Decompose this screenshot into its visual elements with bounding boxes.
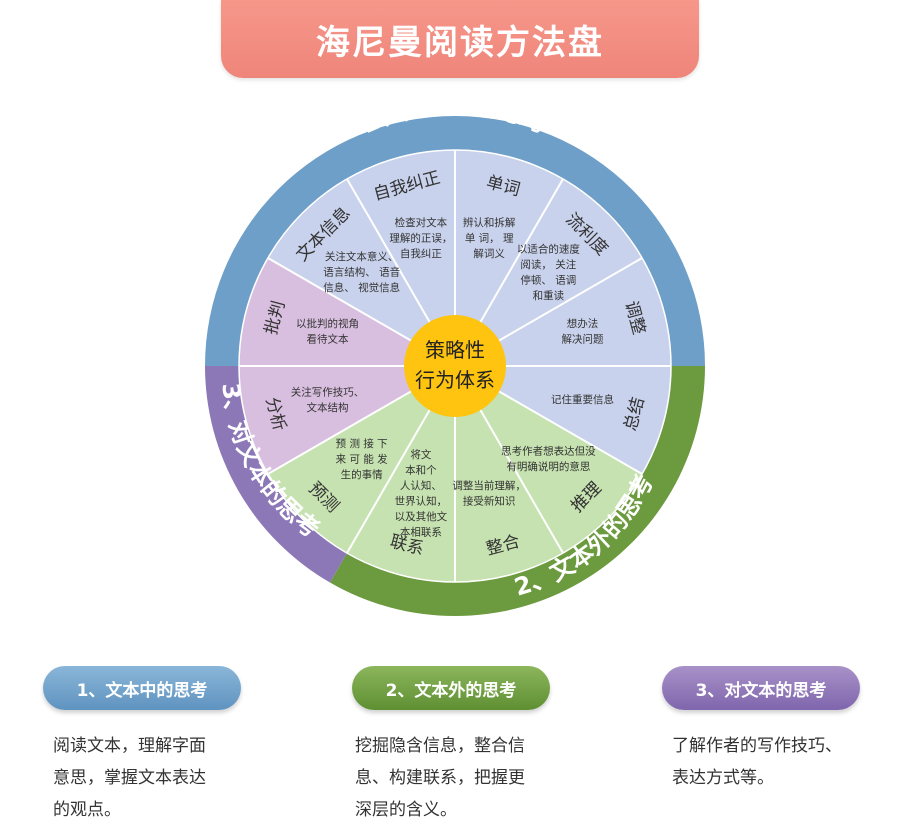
wheel-segment — [239, 258, 455, 366]
segment-description: 想办法解决问题 — [562, 317, 604, 346]
legend-in-text-label: 1、文本中的思考 — [76, 680, 208, 701]
segment-description-line: 解词义 — [473, 247, 505, 260]
segment-description-line: 以适合的速度 — [517, 242, 580, 255]
segment-description-line: 记住重要信息 — [551, 393, 614, 406]
desc-line: 挖掘隐含信息，整合信 — [355, 736, 525, 756]
wheel-segment — [455, 366, 563, 582]
segment-description-line: 检查对文本 — [395, 216, 448, 229]
segment-description-line: 阅读， 关注 — [520, 258, 576, 271]
segment-description-line: 有明确说明的意思 — [506, 460, 590, 473]
segment-description-line: 来 可 能 发 — [336, 452, 389, 465]
wheel-segment — [239, 366, 455, 474]
segment-description: 检查对文本理解的正误， 自我纠正 — [389, 216, 452, 260]
segment-description-line: 单 词， 理 — [465, 232, 514, 244]
segment-description-line: 理解的正误， — [389, 231, 452, 244]
segment-description-line: 和重读 — [533, 289, 565, 302]
page-title: 海尼曼阅读方法盘 — [316, 22, 604, 63]
center-line-2: 行为体系 — [415, 368, 495, 392]
segment-description-line: 世界认知， — [395, 494, 448, 507]
segment-description-line: 自我纠正 — [400, 247, 442, 260]
wheel-segment — [347, 366, 455, 582]
segment-description: 思考作者想表达但没有明确说明的意思 — [501, 445, 596, 474]
legend-in-text-pill: 1、文本中的思考 — [43, 666, 241, 710]
segment-description-line: 语言结构、 语音 — [323, 266, 400, 279]
desc-line: 阅读文本，理解字面 — [53, 736, 206, 756]
segment-description-line: 关注写作技巧、 — [291, 385, 365, 398]
center-circle: 策略性 行为体系 — [404, 315, 506, 417]
center-line-1: 策略性 — [425, 338, 485, 362]
legend-outside-text-label: 2、文本外的思考 — [385, 680, 517, 701]
wheel-segment — [455, 178, 643, 366]
legend-about-text-label: 3、对文本的思考 — [695, 680, 827, 701]
desc-line: 表达方式等。 — [672, 768, 774, 788]
legend-outside-text-description: 挖掘隐含信息，整合信 息、构建联系，把握更 深层的含义。 — [355, 730, 555, 826]
segment-description-line: 思考作者想表达但没 — [501, 445, 596, 458]
legend-about-text-pill: 3、对文本的思考 — [662, 666, 860, 710]
segment-description: 辨认和拆解单 词， 理解词义 — [463, 216, 516, 260]
segment-description-line: 辨认和拆解 — [463, 216, 516, 229]
segment-description-line: 接受新知识 — [463, 494, 516, 507]
title-banner: 海尼曼阅读方法盘 — [221, 0, 699, 78]
segment-description-line: 本和个 — [405, 463, 437, 476]
wheel-segment — [347, 150, 455, 366]
segment-description-line: 看待文本 — [306, 333, 348, 346]
segment-description-line: 人认知、 — [400, 479, 442, 492]
segment-description-line: 信息、 视觉信息 — [323, 281, 400, 294]
segment-description-line: 调整当前理解， — [452, 479, 526, 492]
segment-description: 以适合的速度阅读， 关注停顿、 语调和重读 — [517, 242, 580, 301]
legend-in-text-description: 阅读文本，理解字面 意思，掌握文本表达 的观点。 — [53, 730, 253, 826]
desc-line: 的观点。 — [53, 800, 121, 820]
desc-line: 深层的含义。 — [355, 800, 457, 820]
segment-description: 记住重要信息 — [551, 393, 614, 406]
segment-description: 关注写作技巧、文本结构 — [291, 385, 365, 414]
segment-description-line: 以批判的视角 — [296, 317, 359, 330]
segment-description-line: 解决问题 — [562, 333, 604, 346]
segment-description: 以批判的视角看待文本 — [296, 317, 359, 346]
legend-outside-text-pill: 2、文本外的思考 — [352, 666, 550, 710]
segment-description-line: 将文 — [410, 448, 431, 461]
legend-about-text-description: 了解作者的写作技巧、 表达方式等。 — [672, 730, 902, 794]
desc-line: 意思，掌握文本表达 — [53, 768, 206, 788]
segment-description-line: 本相联系 — [400, 525, 442, 538]
segment-description: 关注文本意义、语言结构、 语音信息、 视觉信息 — [323, 250, 400, 294]
segment-description: 调整当前理解， 接受新知识 — [452, 479, 526, 508]
segment-description-line: 停顿、 语调 — [520, 273, 576, 286]
wheel-segment — [455, 150, 563, 366]
wheel-segment — [455, 258, 671, 366]
segment-description-line: 生的事情 — [341, 468, 383, 481]
segment-description: 预 测 接 下来 可 能 发生的事情 — [336, 437, 389, 481]
wheel-segment — [455, 366, 643, 554]
segment-description-line: 以及其他文 — [395, 510, 448, 523]
inner-rim — [238, 149, 672, 583]
desc-line: 息、构建联系，把握更 — [355, 768, 525, 788]
wheel-segment — [455, 366, 671, 474]
desc-line: 了解作者的写作技巧、 — [672, 736, 842, 756]
segment-description-line: 预 测 接 下 — [336, 437, 388, 450]
segment-description: 将文本和个人认知、世界认知， 以及其他文本相联系 — [395, 448, 448, 539]
segment-description-line: 关注文本意义、 — [325, 250, 399, 263]
segment-description-line: 文本结构 — [306, 401, 348, 414]
wheel-segment — [267, 366, 455, 554]
segment-description-line: 想办法 — [567, 317, 599, 330]
wheel-segment — [267, 178, 455, 366]
